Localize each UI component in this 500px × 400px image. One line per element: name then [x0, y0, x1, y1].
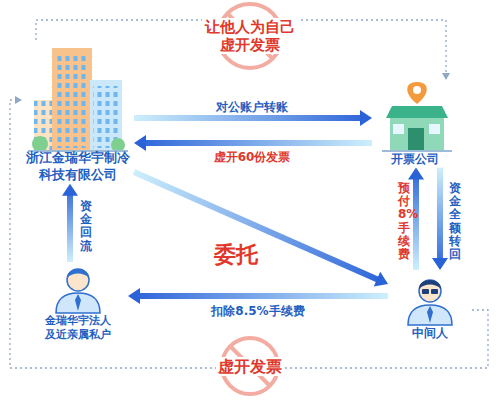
connector-line: [144, 140, 372, 146]
node-box: 浙江金瑞华宇制冷 科技有限公司: [22, 40, 134, 184]
person-tie: [75, 294, 81, 311]
flow-label: 资金全额转回: [449, 182, 461, 261]
node-label: 金瑞华宇法人及近亲属私户: [43, 314, 112, 343]
node-label: 浙江金瑞华宇制冷 科技有限公司: [25, 150, 132, 184]
map-pin: [407, 82, 427, 104]
store-window: [429, 124, 440, 134]
store-window: [393, 124, 404, 134]
arrow-head: [442, 73, 450, 80]
map-pin-dot: [413, 86, 421, 94]
person-head: [419, 280, 441, 302]
flow-label: 虚开60份发票: [214, 150, 291, 164]
node-box: 中间人: [388, 270, 472, 342]
arrow-head: [408, 168, 424, 180]
connector-line: [10, 100, 488, 368]
flow-label: 让他人为自己 虚开发票: [202, 18, 299, 54]
person-head: [67, 269, 89, 291]
store-wall: [390, 116, 444, 150]
person-hair: [419, 280, 441, 289]
dotted-flow-line: [10, 96, 488, 368]
flow-arrow: [432, 168, 448, 270]
arrow-head: [15, 96, 22, 104]
connector-line: [67, 194, 73, 262]
node-label: 中间人: [406, 326, 454, 342]
arrow-head: [134, 135, 146, 151]
arrow-head: [128, 288, 140, 304]
glasses-lens: [422, 289, 429, 294]
flow-arrow: [128, 288, 388, 304]
ground-line: [382, 150, 452, 152]
arrow-head: [374, 272, 388, 287]
node-box: 开票公司: [372, 80, 458, 168]
arrow-head: [432, 258, 448, 270]
flow-arrow: [408, 168, 424, 270]
flow-label: 扣除8.5%手续费: [211, 304, 304, 318]
building-windows: [56, 54, 88, 148]
flow-arrow: [134, 135, 372, 151]
person-body: [56, 293, 100, 313]
connector-line: [138, 293, 388, 299]
node-label: 开票公司: [385, 152, 445, 168]
flow-label: 委托: [214, 242, 258, 268]
arrow-head: [360, 110, 372, 126]
tree: [32, 136, 48, 152]
glasses-lens: [431, 289, 438, 294]
person-body: [408, 305, 452, 325]
connector-line: [134, 172, 379, 280]
node-box: 金瑞华宇法人及近亲属私户: [28, 262, 128, 343]
flow-label: 预付8%手续费: [398, 182, 410, 261]
store-roof: [386, 106, 448, 118]
flow-arrow: [62, 184, 78, 262]
building-tower: [52, 48, 92, 150]
connector-line: [413, 178, 419, 270]
connector-line: [134, 115, 362, 121]
store-door: [408, 128, 424, 150]
flow-label: 虚开发票: [216, 357, 284, 376]
flow-label: 资金回流: [80, 200, 92, 253]
tree: [111, 138, 125, 152]
person-tie: [427, 306, 433, 323]
person-hair: [67, 269, 89, 278]
flow-arrow: [134, 172, 388, 286]
connector-line: [437, 168, 443, 260]
flow-label: 对公账户转账: [216, 100, 288, 114]
arrow-head: [62, 184, 78, 196]
